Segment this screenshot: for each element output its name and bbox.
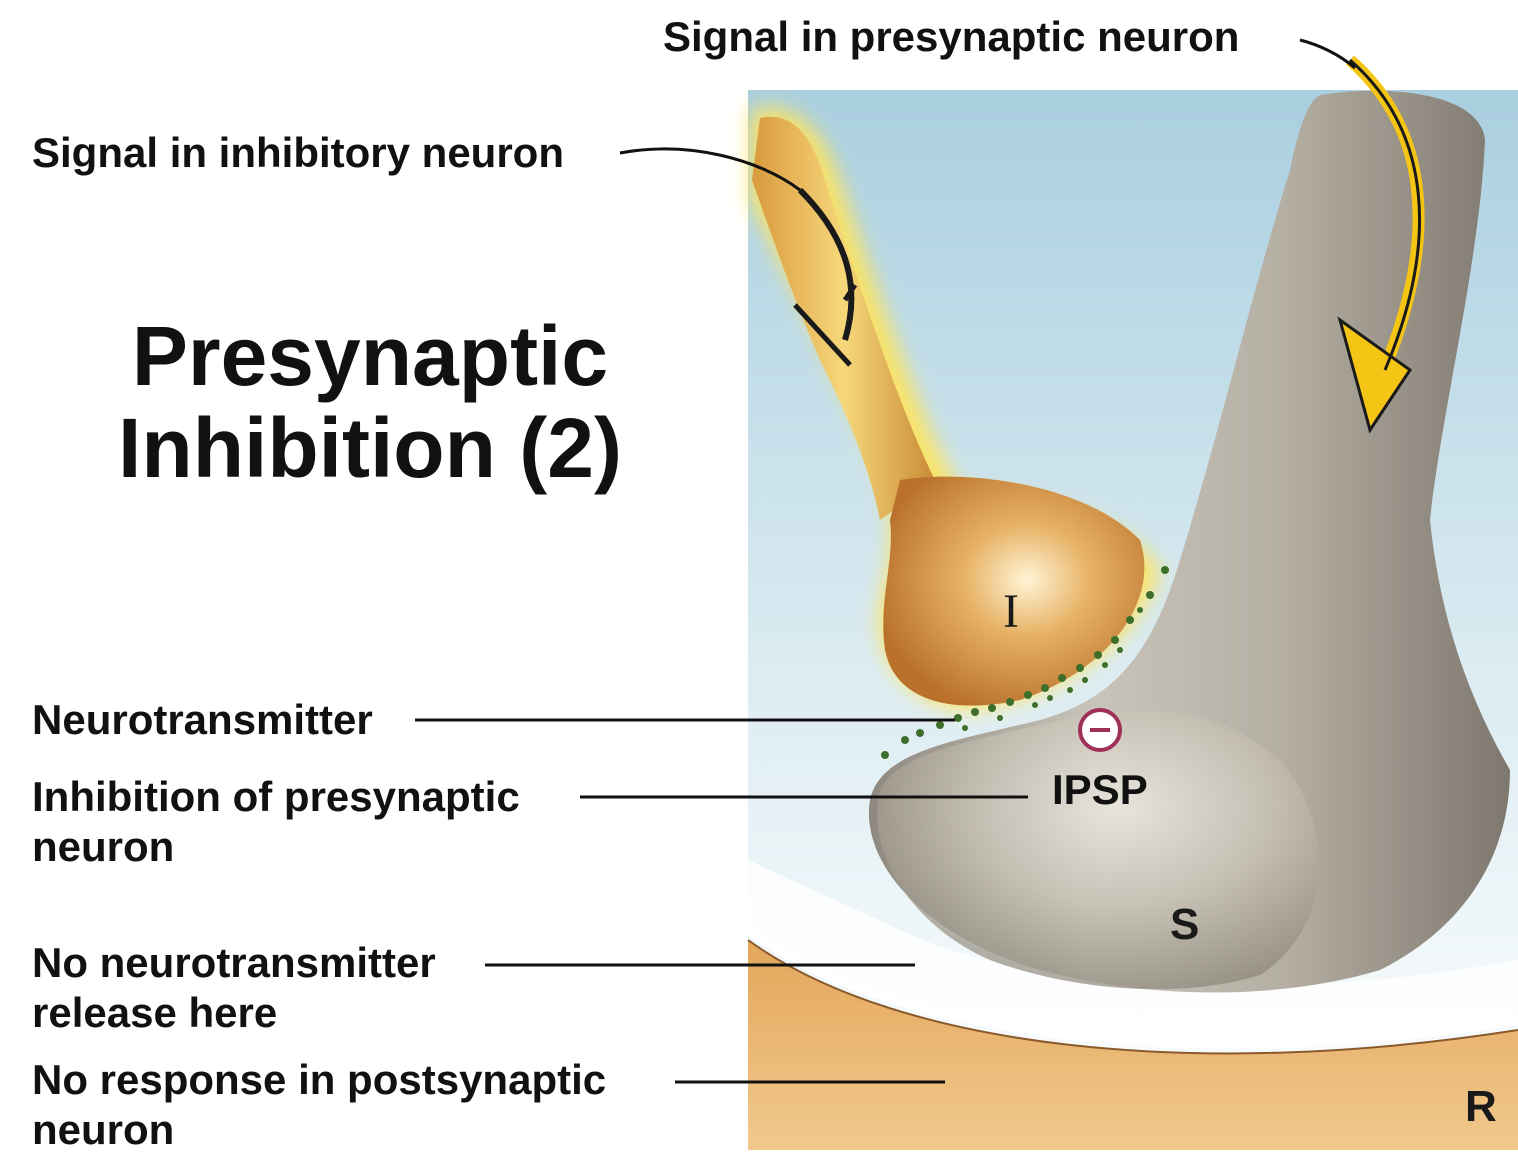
leader-signal-presynaptic (1299, 38, 1356, 70)
title-line-2: Inhibition (2) (118, 401, 622, 495)
label-signal-presynaptic: Signal in presynaptic neuron (663, 13, 1240, 60)
label-no-neurotransmitter-release: No neurotransmitter release here (32, 938, 436, 1038)
inhibitory-signal-arrow (797, 187, 855, 341)
label-no-response-line-1: No response in postsynaptic (32, 1056, 607, 1103)
label-inhibition-line-2: neuron (32, 823, 175, 870)
label-no-response-postsynaptic: No response in postsynaptic neuron (32, 1055, 606, 1155)
label-inhibition-of-presynaptic: Inhibition of presynaptic neuron (32, 772, 520, 872)
inhibitory-terminal-i (883, 476, 1145, 706)
label-ipsp: IPSP (1052, 766, 1148, 813)
presynaptic-terminal-foot (877, 710, 1320, 990)
postsynaptic-neuron-r (748, 940, 1518, 1150)
minus-circle-icon (1078, 708, 1122, 752)
diagram-title: Presynaptic Inhibition (2) (60, 310, 680, 494)
label-sensory-terminal-s: S (1170, 900, 1200, 949)
label-signal-inhibitory: Signal in inhibitory neuron (32, 129, 564, 176)
postsynaptic-membrane (746, 929, 1518, 1049)
label-neurotransmitter: Neurotransmitter (32, 696, 373, 743)
label-inhibition-line-1: Inhibition of presynaptic (32, 773, 520, 820)
label-no-release-line-2: release here (32, 989, 278, 1036)
label-no-release-line-1: No neurotransmitter (32, 939, 436, 986)
leader-lines (415, 38, 1356, 1084)
synaptic-cleft (748, 860, 1518, 1044)
neurotransmitter-vesicles (881, 566, 1169, 759)
title-line-1: Presynaptic (131, 309, 609, 403)
inhibitory-neuron-axon (752, 116, 935, 520)
label-inhibitory-terminal-i: I (1003, 585, 1019, 638)
label-receptor-neuron-r: R (1465, 1082, 1497, 1131)
label-no-response-line-2: neuron (32, 1106, 175, 1153)
leader-signal-inhibitory (619, 147, 801, 192)
